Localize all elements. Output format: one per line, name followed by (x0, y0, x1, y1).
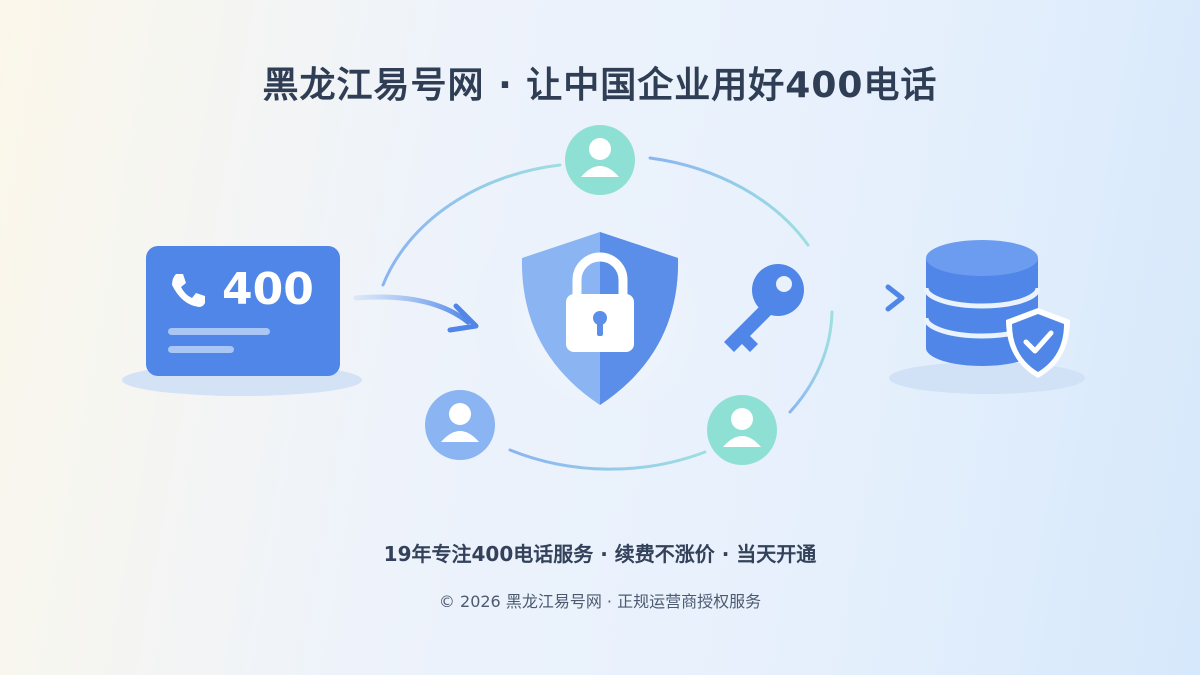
user-icon (707, 395, 777, 465)
shield-lock-icon (521, 232, 679, 405)
phone-400-card: 400 (146, 246, 340, 376)
arrow-icon (823, 284, 905, 312)
card-text-line (168, 346, 234, 353)
card-text-line (168, 328, 270, 335)
page-title: 黑龙江易号网 · 让中国企业用好400电话 (262, 65, 938, 106)
orbit-ring (381, 156, 834, 471)
key-icon (724, 264, 804, 352)
service-tagline: 19年专注400电话服务 · 续费不涨价 · 当天开通 (383, 542, 817, 566)
card-number: 400 (222, 264, 314, 315)
phone-icon (172, 274, 205, 307)
user-icon (425, 390, 495, 460)
user-icon (565, 125, 635, 195)
database-shadow (889, 362, 1085, 394)
shield-check-icon (1006, 308, 1070, 378)
arrow-icon (353, 294, 479, 333)
copyright-notice: © 2026 黑龙江易号网 · 正规运营商授权服务 (438, 592, 762, 611)
